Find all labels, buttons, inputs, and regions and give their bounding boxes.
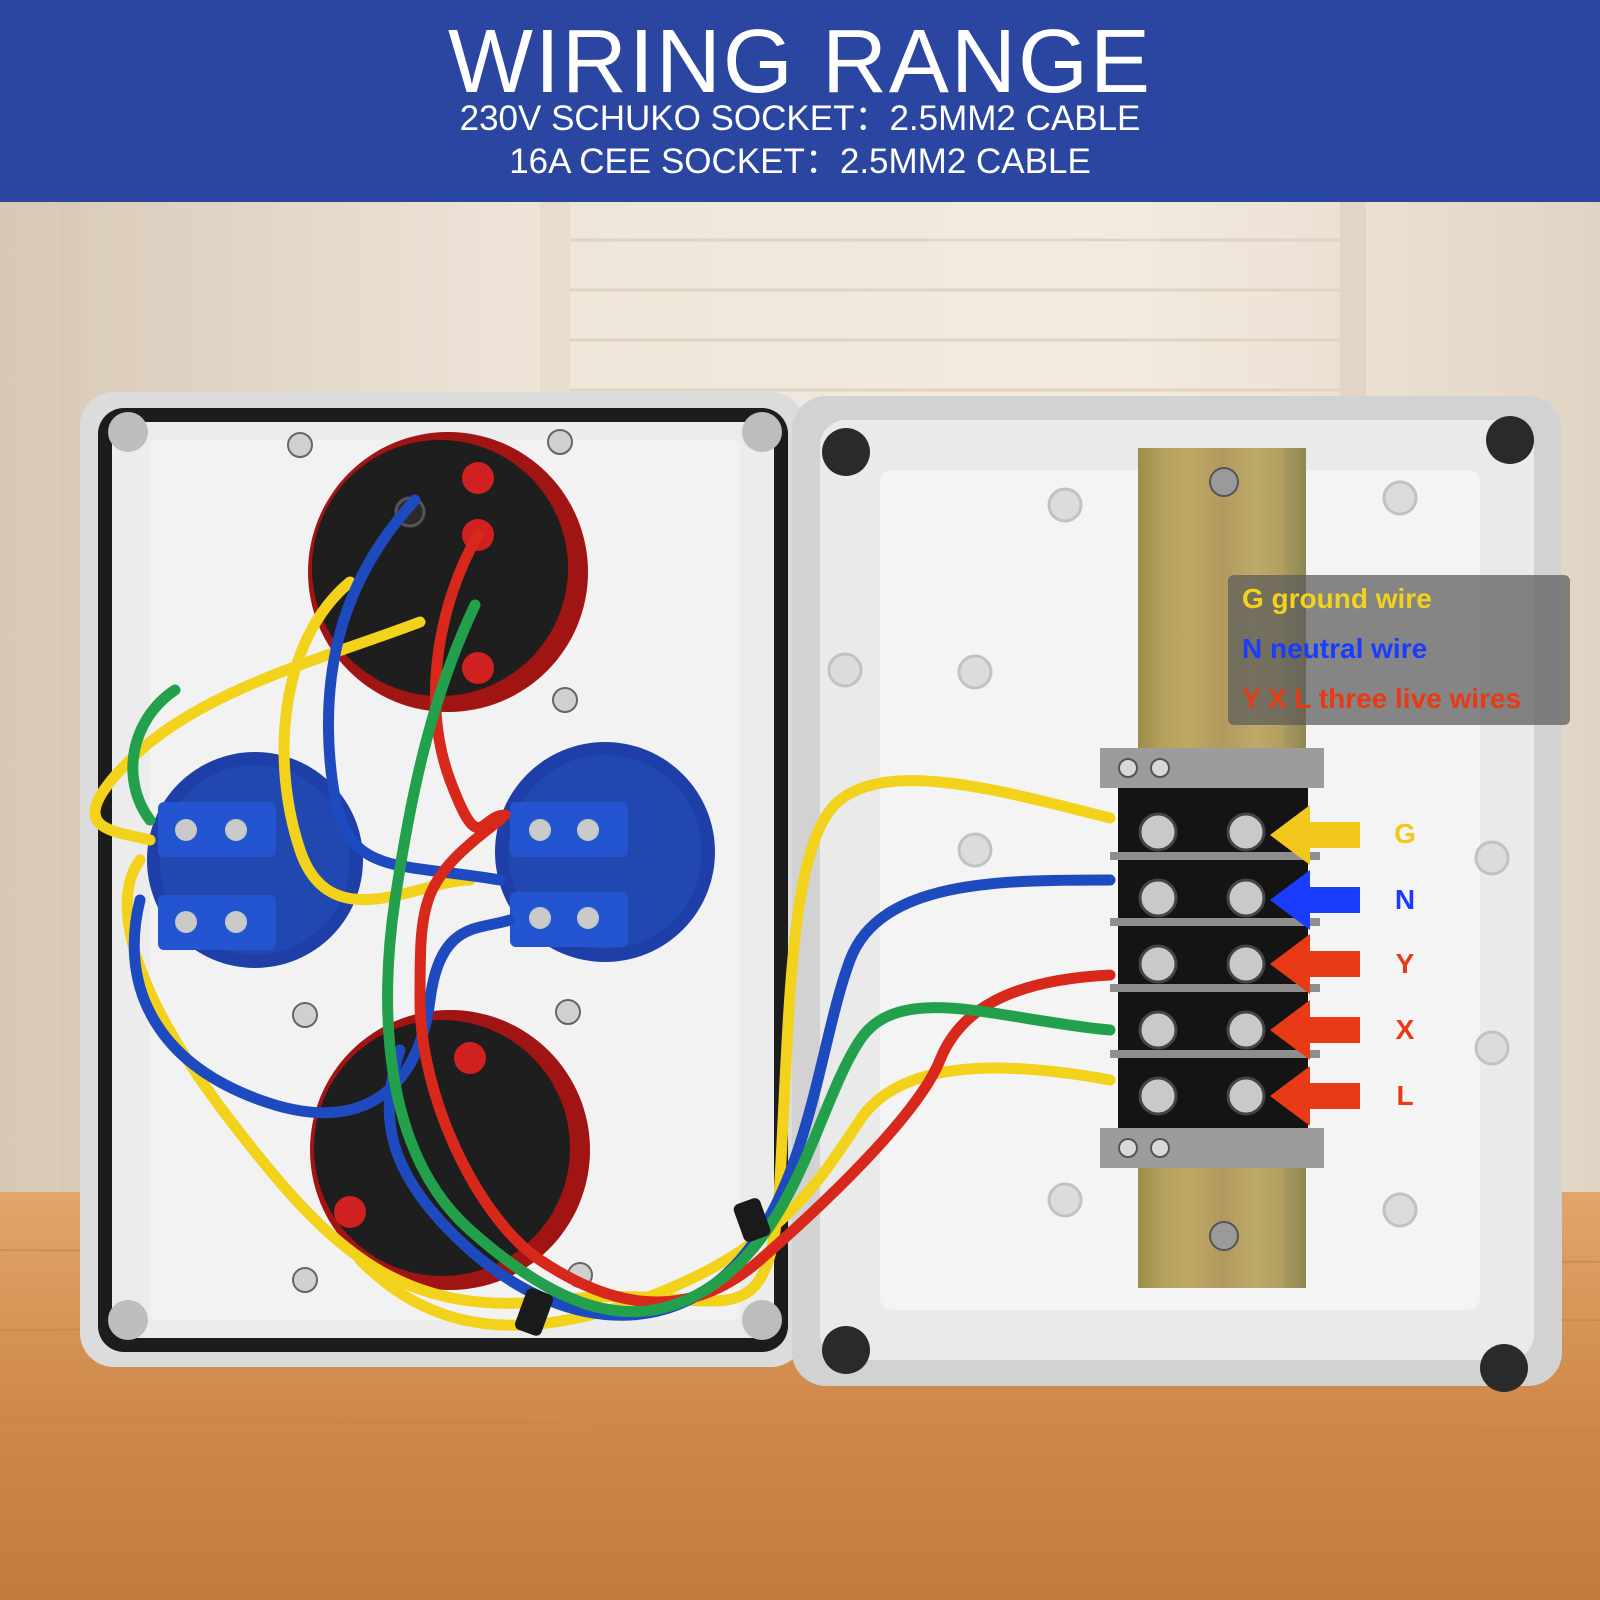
banner-subtitle-schuko: 230V SCHUKO SOCKET：2.5MM2 CABLE [459,99,1141,138]
legend-ground: G ground wire [1242,583,1432,614]
junction-box-photo [0,202,1600,1600]
legend-live: Y X L three live wires [1242,683,1522,714]
terminal-label-y: Y [1395,948,1415,979]
terminal-label-n: N [1394,884,1416,915]
cable-ties [515,1198,771,1336]
schuko-socket-left [147,752,363,968]
cee-socket-bottom [310,1010,590,1290]
terminal-label-l: L [1396,1080,1414,1111]
wire-legend: G ground wire N neutral wire Y X L three… [1228,575,1570,725]
title-banner: WIRING RANGE 230V SCHUKO SOCKET：2.5MM2 C… [0,0,1600,202]
terminal-arrows [1270,805,1360,1126]
banner-title: WIRING RANGE [447,12,1152,112]
banner-subtitle-cee: 16A CEE SOCKET：2.5MM2 CABLE [509,142,1091,181]
mounting-studs [287,429,593,1293]
legend-neutral: N neutral wire [1242,633,1428,664]
wires [89,494,1116,1331]
schuko-socket-right [495,742,715,962]
terminal-label-x: X [1395,1014,1415,1045]
terminal-label-g: G [1394,818,1416,849]
terminal-block [1100,748,1324,1168]
